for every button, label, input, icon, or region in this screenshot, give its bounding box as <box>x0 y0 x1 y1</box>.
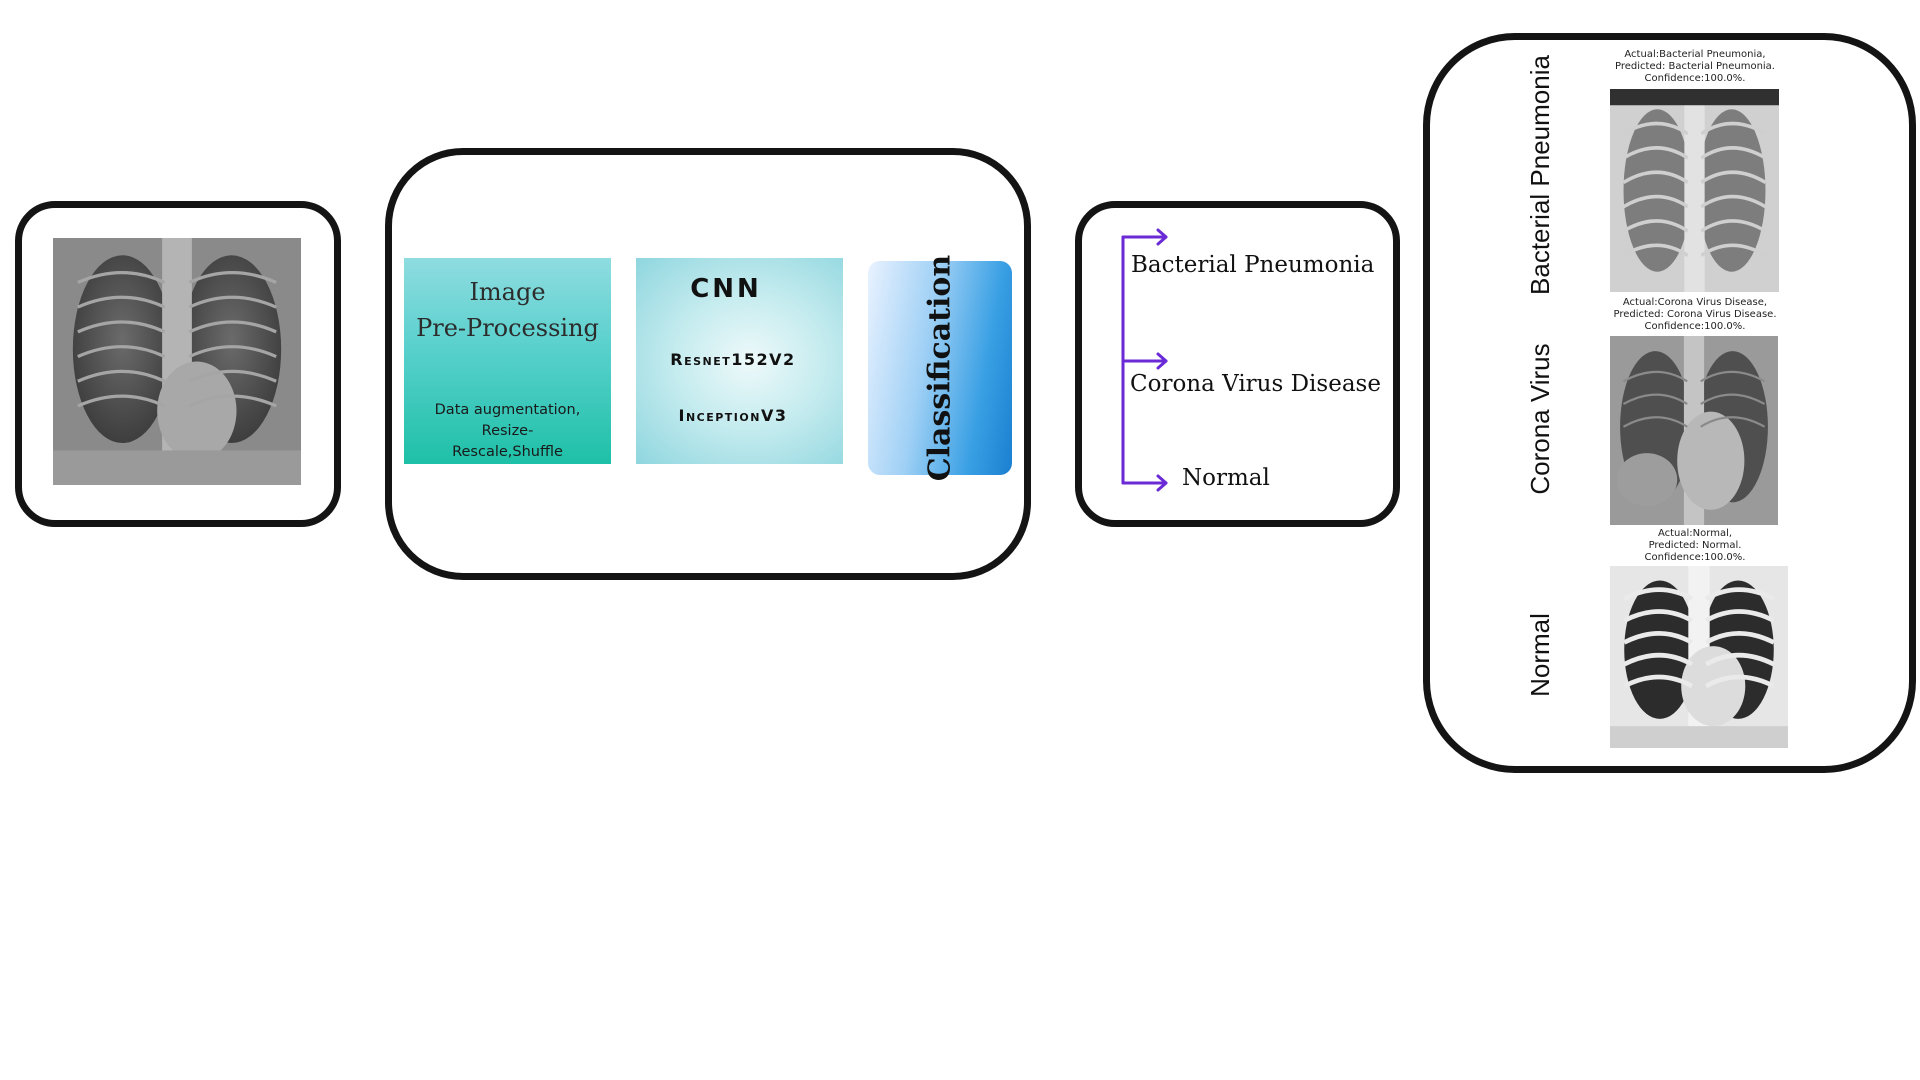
preprocessing-block: Image Pre-Processing Data augmentation, … <box>404 258 611 464</box>
result-caption-normal: Actual:Normal, Predicted: Normal. Confid… <box>1585 528 1805 564</box>
output-classes-panel <box>1075 201 1400 527</box>
arrowhead-normal <box>1156 474 1168 492</box>
class-bacterial-pneumonia: Bacterial Pneumonia <box>1131 252 1375 278</box>
model-inceptionv3: InceptionV3 <box>678 406 788 425</box>
class-branch-arrows <box>1121 228 1168 492</box>
class-normal: Normal <box>1182 465 1270 491</box>
caption-actual: Actual:Normal, <box>1657 528 1733 539</box>
classification-label: Classification <box>922 254 958 482</box>
caption-predicted: Predicted: Corona Virus Disease. <box>1613 309 1777 320</box>
result-xray-corona-virus <box>1610 336 1778 525</box>
caption-confidence: Confidence:100.0%. <box>1644 73 1746 84</box>
caption-confidence: Confidence:100.0%. <box>1644 552 1746 563</box>
caption-confidence: Confidence:100.0%. <box>1644 321 1746 332</box>
result-xray-normal <box>1610 566 1788 748</box>
result-xray-bacterial-pneumonia <box>1610 89 1779 292</box>
caption-actual: Actual:Bacterial Pneumonia, <box>1624 49 1766 60</box>
classification-block: Classification <box>868 255 1012 481</box>
caption-actual: Actual:Corona Virus Disease, <box>1622 297 1768 308</box>
arrowhead-corona-virus-disease <box>1156 352 1168 370</box>
preprocessing-description: Data augmentation, Resize- Rescale,Shuff… <box>410 400 605 463</box>
preprocessing-desc-line-1: Data augmentation, Resize- <box>434 402 581 439</box>
caption-predicted: Predicted: Normal. <box>1648 540 1742 551</box>
preprocessing-desc-line-2: Rescale,Shuffle <box>452 444 563 460</box>
preprocessing-title-line-1: Image <box>469 278 546 306</box>
cnn-label: CNN <box>690 274 762 304</box>
result-caption-corona-virus: Actual:Corona Virus Disease, Predicted: … <box>1585 297 1805 333</box>
caption-predicted: Predicted: Bacterial Pneumonia. <box>1615 61 1775 72</box>
class-corona-virus-disease: Corona Virus Disease <box>1130 371 1381 397</box>
result-row-label-normal: Normal <box>1525 613 1555 697</box>
input-chest-xray-image <box>53 238 301 485</box>
result-caption-bacterial-pneumonia: Actual:Bacterial Pneumonia, Predicted: B… <box>1585 49 1805 85</box>
arrowhead-bacterial-pneumonia <box>1156 228 1168 246</box>
preprocessing-title-line-2: Pre-Processing <box>416 314 599 342</box>
preprocessing-title: Image Pre-Processing <box>404 274 611 346</box>
cnn-block: CNN Resnet152V2 InceptionV3 <box>636 258 843 464</box>
model-resnet152v2: Resnet152V2 <box>670 350 796 369</box>
